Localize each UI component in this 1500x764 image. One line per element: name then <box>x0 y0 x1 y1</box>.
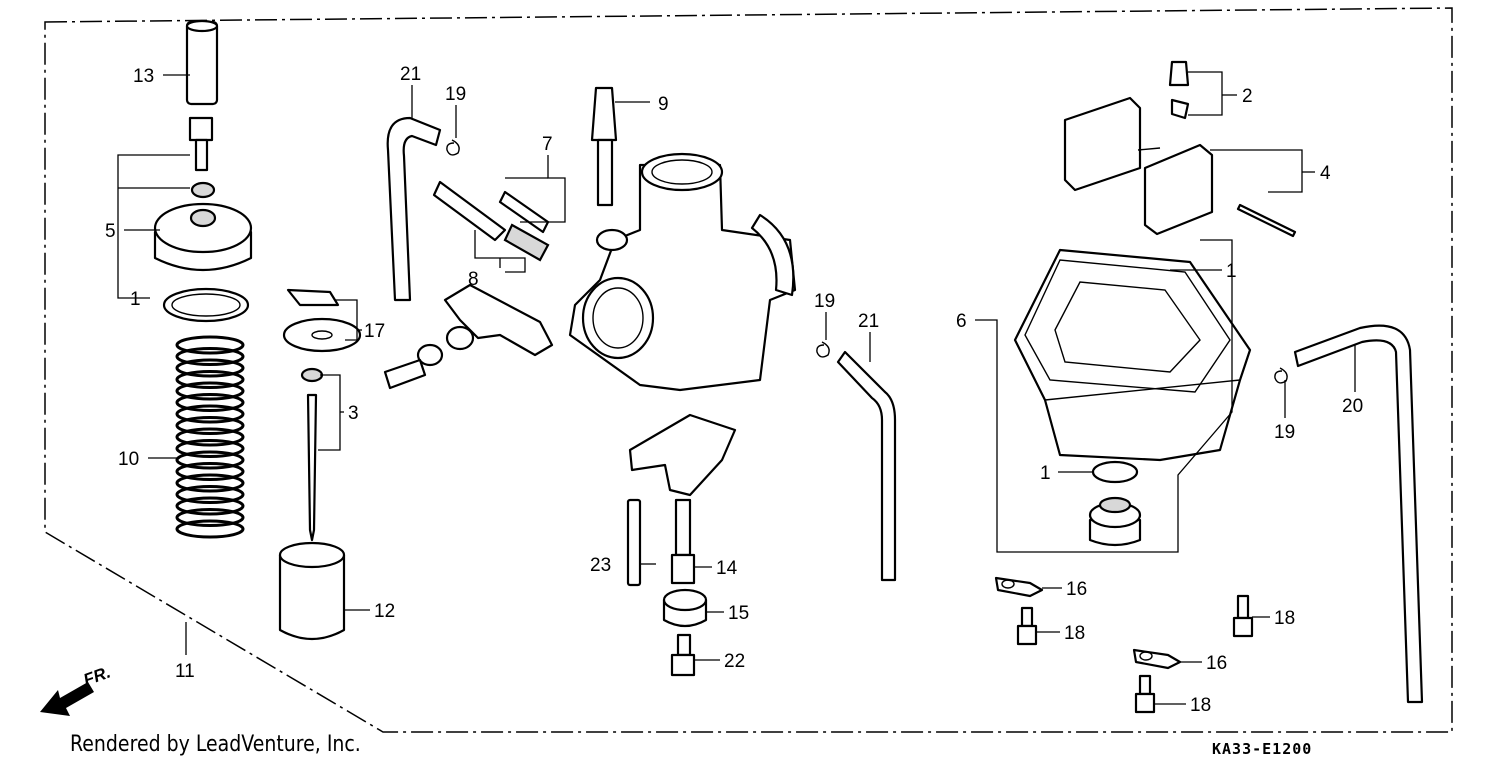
callout-16: 16 <box>1066 579 1087 600</box>
leader-lines <box>117 71 1356 705</box>
callout-20: 20 <box>1342 396 1363 417</box>
part-1-o-ring-lower <box>1091 460 1139 484</box>
callout-8: 8 <box>468 269 479 290</box>
part-9-starter-plunger <box>590 86 618 207</box>
callout-3: 3 <box>348 403 359 424</box>
part-4-float <box>1063 96 1297 238</box>
spring-coil <box>175 473 245 493</box>
front-direction-arrow-icon: FR. <box>40 663 113 716</box>
callout-18: 18 <box>1274 608 1295 629</box>
callout-18: 18 <box>1190 695 1211 716</box>
part-drain-plug <box>1088 496 1142 547</box>
spring-coil <box>175 519 245 539</box>
part-18-bolt-a <box>1016 606 1038 646</box>
carburetor-body <box>568 152 797 392</box>
callout-1: 1 <box>130 289 141 310</box>
part-21-hose-center <box>836 350 897 582</box>
spring-coil <box>175 462 245 481</box>
spring-coil <box>175 335 245 355</box>
spring-coil <box>175 381 245 401</box>
part-3-jet-needle <box>300 367 324 542</box>
spring-coil <box>175 508 245 527</box>
callout-10: 10 <box>118 449 139 470</box>
callout-9: 9 <box>658 94 669 115</box>
spring-coil <box>175 416 245 435</box>
callout-19: 19 <box>1274 422 1295 443</box>
part-23-jet <box>626 498 642 587</box>
part-cable-adjuster <box>188 116 216 199</box>
part-14-main-jet <box>670 498 696 585</box>
callout-numbers: 13 5 1 10 17 3 12 11 21 19 7 8 9 23 14 1… <box>105 64 1363 716</box>
callout-22: 22 <box>724 651 745 672</box>
callout-11: 11 <box>175 661 195 682</box>
front-direction-label: FR. <box>81 663 113 690</box>
callout-7: 7 <box>542 134 553 155</box>
part-18-bolt-b <box>1232 594 1254 638</box>
spring-coil <box>175 404 245 424</box>
spring-coil <box>175 358 245 378</box>
part-19-clip-right <box>1274 367 1288 384</box>
callout-23: 23 <box>590 555 611 576</box>
callout-19: 19 <box>445 84 466 105</box>
callout-5: 5 <box>105 221 116 242</box>
part-17-needle-plate <box>282 288 362 353</box>
spring-coil <box>175 496 245 516</box>
part-13-cable-cap <box>185 19 219 106</box>
part-19-clip-left <box>446 139 460 156</box>
diagram-frame <box>44 7 1453 733</box>
callout-17: 17 <box>364 321 385 342</box>
callout-12: 12 <box>374 601 395 622</box>
credit-text: Rendered by LeadVenture, Inc. <box>70 732 361 757</box>
callout-1: 1 <box>1226 261 1237 282</box>
part-20-hose <box>1293 324 1424 704</box>
part-10-throttle-spring <box>175 335 245 539</box>
part-2-float-valve <box>1168 60 1190 120</box>
spring-coil <box>175 485 245 504</box>
callout-21: 21 <box>858 311 879 332</box>
callout-4: 4 <box>1320 163 1331 184</box>
part-bracket <box>628 413 737 497</box>
callout-13: 13 <box>133 66 154 87</box>
part-22-pilot-jet <box>670 633 696 677</box>
callout-21: 21 <box>400 64 421 85</box>
callout-14: 14 <box>716 558 738 579</box>
part-19-clip-center <box>816 341 830 358</box>
part-16-bracket-b <box>1132 648 1182 670</box>
spring-coil <box>175 439 245 458</box>
callout-15: 15 <box>728 603 749 624</box>
spring-coil <box>175 427 245 447</box>
callout-6: 6 <box>956 311 967 332</box>
part-15-nut <box>662 588 708 628</box>
callout-1: 1 <box>1040 463 1051 484</box>
diagram-code: KA33-E1200 <box>1212 740 1313 758</box>
part-18-bolt-c <box>1134 674 1156 714</box>
part-5-top-cap <box>153 202 253 272</box>
spring-coil <box>175 347 245 366</box>
part-throttle-linkage <box>383 283 554 390</box>
spring-coil <box>175 393 245 412</box>
callout-16: 16 <box>1206 653 1227 674</box>
callout-18: 18 <box>1064 623 1085 644</box>
part-12-throttle-valve <box>278 541 346 640</box>
part-6-float-chamber <box>1013 248 1252 462</box>
spring-coil <box>175 370 245 389</box>
spring-coil <box>175 450 245 470</box>
callout-2: 2 <box>1242 86 1253 107</box>
callout-19: 19 <box>814 291 835 312</box>
part-21-hose-left <box>386 116 442 302</box>
part-7-8-screws <box>432 180 550 262</box>
part-16-bracket-a <box>994 576 1044 598</box>
